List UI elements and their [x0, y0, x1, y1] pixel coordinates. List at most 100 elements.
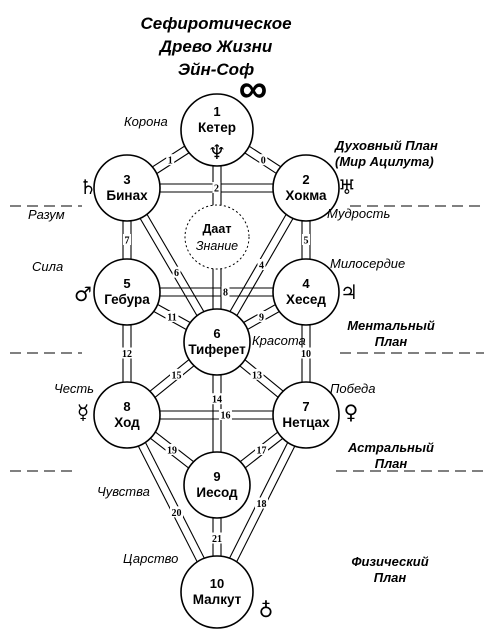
sephira-tiferet: 6 Тиферет: [183, 308, 251, 376]
attribute-crown: Корона: [124, 114, 168, 129]
path-label-21: 21: [212, 534, 222, 545]
path-label-background: [221, 286, 230, 297]
plane-astral-line-2: План: [375, 456, 408, 471]
path-label-12: 12: [122, 349, 132, 360]
plane-spiritual-line-1: Духовный План: [334, 138, 438, 153]
attribute-wisdom: Мудрость: [327, 206, 390, 221]
sephira-number: 5: [123, 276, 130, 291]
path-label-13: 13: [252, 370, 262, 381]
sephira-number: 2: [302, 172, 309, 187]
path-label-background: [299, 347, 313, 359]
sephira-circle: [93, 381, 161, 449]
sephira-circle: [180, 93, 254, 167]
sephira-yesod: 9 Иесод: [183, 451, 251, 519]
sephira-number: 6: [213, 326, 220, 341]
plane-astral-line-1: Астральный: [347, 440, 434, 455]
path-label-17: 17: [257, 446, 267, 457]
sephira-name: Бинах: [106, 188, 148, 203]
path-label-1: 1: [168, 156, 173, 167]
sephira-circle: [183, 308, 251, 376]
sephirot: 1 Кетер ♆ 2 Хокма 3 Бинах 4 Хесед 5 Гебу…: [93, 93, 340, 629]
sephira-name: Малкут: [193, 592, 242, 607]
attribute-strength: Сила: [32, 259, 63, 274]
sephira-name: Нетцах: [282, 415, 330, 430]
plane-spiritual-line-2: (Мир Ацилута): [335, 154, 434, 169]
sephira-name: Иесод: [196, 485, 238, 500]
path-label-5: 5: [304, 236, 309, 247]
sephira-name: Гебура: [104, 292, 150, 307]
path-label-11: 11: [167, 313, 176, 324]
sephira-number: 4: [302, 276, 310, 291]
sephira-keter: 1 Кетер ♆: [180, 93, 254, 167]
path-label-20: 20: [172, 508, 182, 519]
sephira-number: 7: [302, 399, 309, 414]
path-label-6: 6: [174, 268, 179, 279]
path-label-background: [165, 311, 179, 322]
sephira-number: 3: [123, 172, 130, 187]
path-label-background: [165, 444, 179, 455]
sephira-name: Кетер: [198, 120, 236, 135]
title-line-2: Древо Жизни: [158, 37, 273, 56]
attribute-senses: Чувства: [97, 484, 150, 499]
path-label-background: [250, 368, 264, 380]
sephira-number: 8: [123, 399, 130, 414]
path-label-background: [302, 234, 310, 245]
venus-icon: ♀: [344, 400, 359, 424]
sephira-circle: [93, 154, 161, 222]
attribute-victory: Победа: [330, 381, 375, 396]
path-label-background: [166, 154, 175, 166]
path-label-2: 2: [214, 184, 219, 195]
infinity-icon: ∞: [239, 67, 268, 111]
sephira-circle: [272, 381, 340, 449]
path-label-4: 4: [259, 261, 264, 272]
sephira-hod: 8 Ход: [93, 381, 161, 449]
earth-icon: ♁: [259, 598, 274, 622]
path-label-10: 10: [301, 349, 311, 360]
plane-physical-line-2: План: [374, 570, 407, 585]
path-label-16: 16: [220, 411, 230, 422]
sephira-chesed: 4 Хесед: [272, 258, 340, 326]
sephira-name: Хесед: [286, 292, 326, 307]
sephira-name: Хокма: [285, 188, 327, 203]
path-label-background: [170, 368, 183, 380]
attribute-kingdom: Царство: [123, 551, 178, 566]
path-label-background: [210, 393, 224, 405]
daat-sephira: Даат Знание: [184, 204, 250, 270]
path-label-background: [255, 497, 268, 509]
path-label-8: 8: [223, 288, 228, 299]
sephira-circle: [180, 555, 254, 629]
attribute-honor: Честь: [54, 381, 94, 396]
path-label-background: [210, 532, 224, 544]
title-line-1: Сефиротическое: [140, 14, 291, 33]
sephira-number: 1: [213, 104, 220, 119]
plane-mental-line-1: Ментальный: [347, 318, 435, 333]
sephira-malkuth: 10 Малкут: [180, 555, 254, 629]
daat-circle: [184, 204, 250, 270]
attribute-beauty: Красота: [252, 333, 306, 348]
path-label-15: 15: [172, 370, 182, 381]
sephira-circle: [272, 154, 340, 222]
sephira-netzach: 7 Нетцах: [272, 381, 340, 449]
path-label-background: [172, 266, 181, 278]
sephira-circle: [272, 258, 340, 326]
plane-mental-line-2: План: [375, 334, 408, 349]
neptune-icon: ♆: [208, 140, 226, 164]
plane-dividers: [10, 205, 484, 472]
planet-symbols: ♄ ♅ ♃ ♂ ☿ ♀ ♁: [74, 175, 358, 622]
sephira-name: Ход: [114, 415, 140, 430]
sephira-circle: [183, 451, 251, 519]
path-label-19: 19: [167, 446, 177, 457]
sephira-name: Тиферет: [188, 342, 246, 357]
sephira-chokmah: 2 Хокма: [272, 154, 340, 222]
path-labels: 0123456789101112131415161718192021: [120, 154, 313, 545]
path-label-background: [257, 311, 266, 322]
sephira-number: 10: [210, 576, 224, 591]
path-label-18: 18: [257, 499, 267, 510]
path-label-background: [212, 182, 221, 193]
path-label-background: [257, 259, 266, 270]
mercury-icon: ☿: [77, 400, 89, 424]
path-label-background: [255, 444, 268, 455]
sephira-binah: 3 Бинах: [93, 154, 161, 222]
daat-label: Знание: [196, 239, 238, 253]
